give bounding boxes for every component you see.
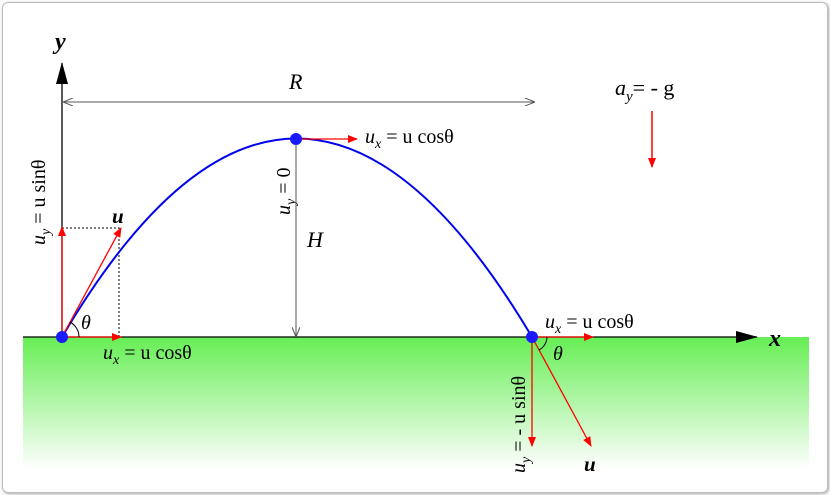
launch-ux-label: ux = u cosθ <box>103 342 192 368</box>
launch-u-label: u <box>112 204 124 228</box>
landing-u-label: u <box>584 452 596 476</box>
apex-ux-label: ux = u cosθ <box>365 126 454 152</box>
launch-angle-arc <box>69 321 80 338</box>
range-label: R <box>288 69 303 94</box>
landing-uy-label: uy = - u sinθ <box>508 376 534 473</box>
launch-u-vector <box>61 227 122 338</box>
launch-theta-label: θ <box>81 312 91 334</box>
y-axis-label: y <box>52 29 66 55</box>
launch-uy-label: uy = u sinθ <box>28 160 54 245</box>
apex-point <box>290 133 302 145</box>
landing-u-vector <box>531 336 592 447</box>
landing-ux-label: ux = u cosθ <box>545 311 634 337</box>
landing-point <box>526 331 538 343</box>
ground <box>23 337 809 469</box>
acceleration-label: ay= - g <box>615 75 674 105</box>
landing-theta-label: θ <box>553 343 563 365</box>
x-axis-label: x <box>768 326 781 352</box>
projectile-diagram: y x R H ay= - g uy = u sinθ u θ ux = u c… <box>23 29 809 476</box>
launch-point <box>56 331 68 343</box>
height-label: H <box>306 227 324 252</box>
apex-uy-label: uy = 0 <box>273 168 299 216</box>
landing-angle-arc <box>538 336 548 351</box>
trajectory-curve <box>61 137 533 338</box>
